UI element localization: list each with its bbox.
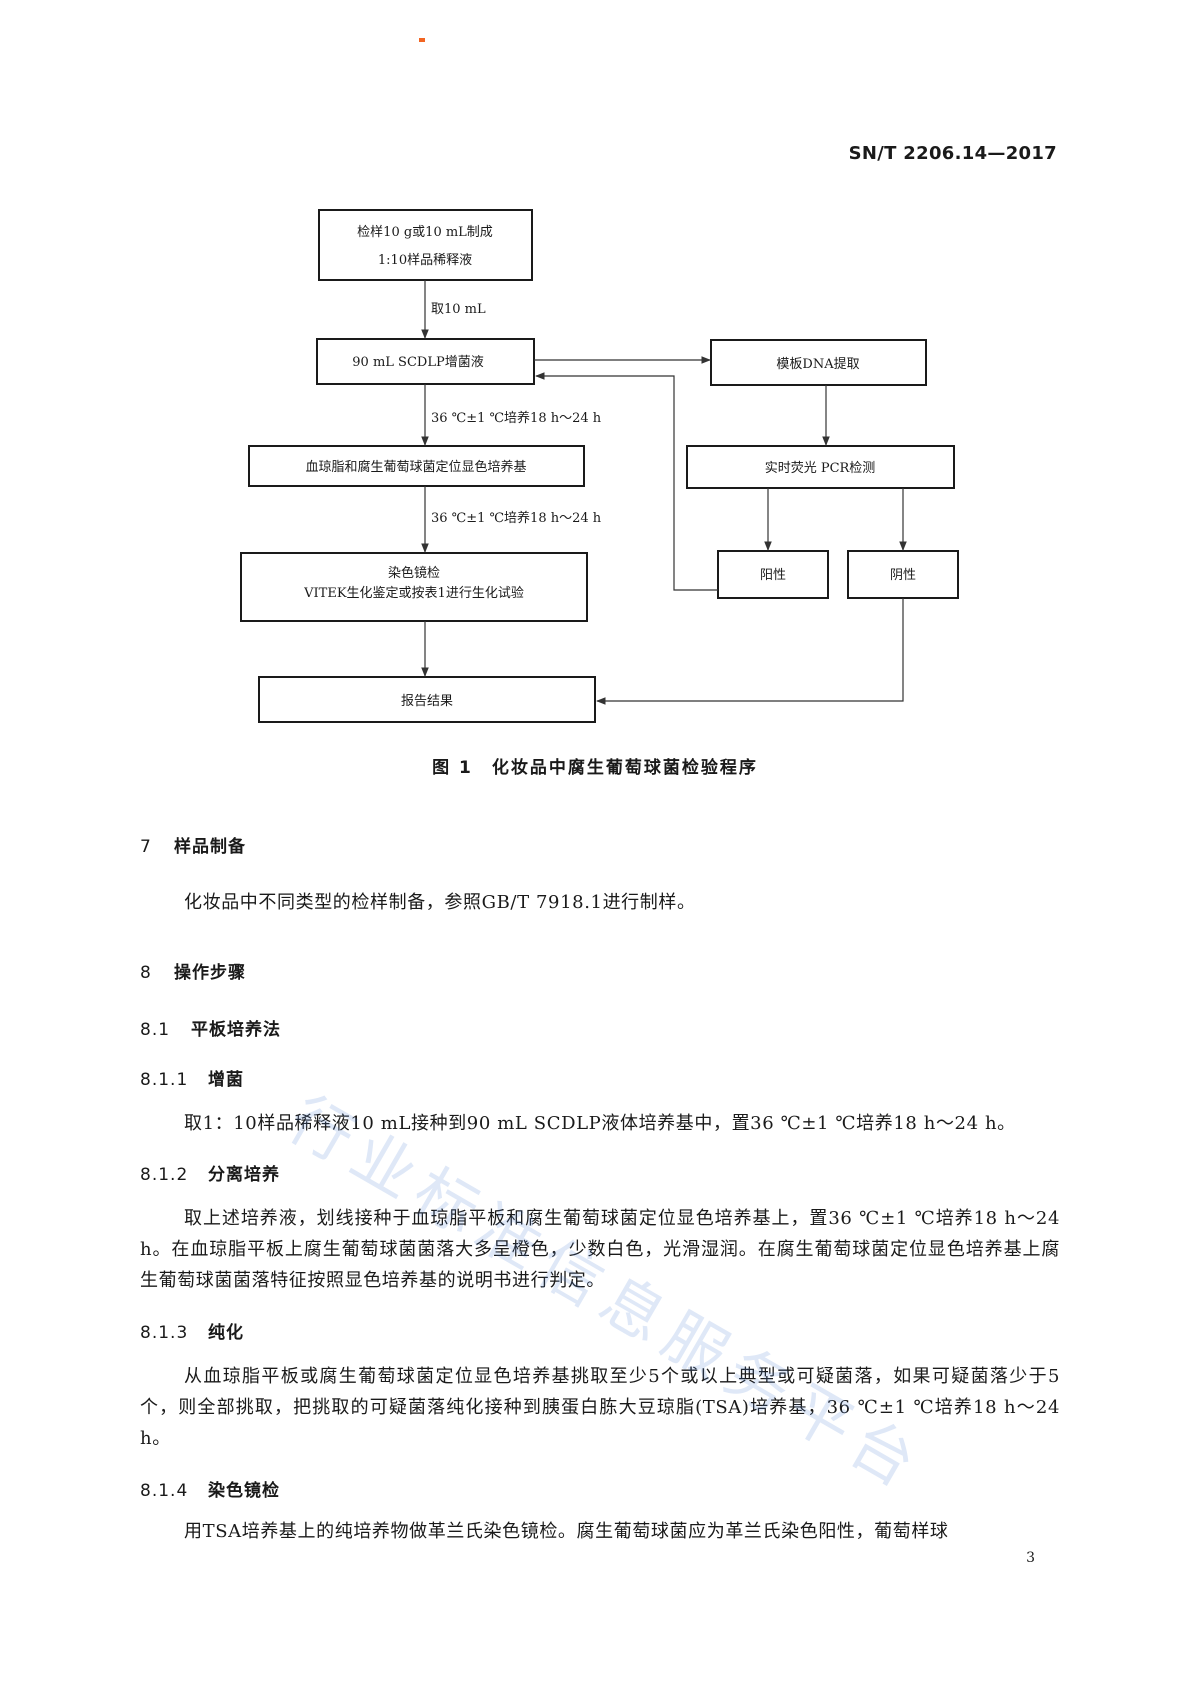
box-plating (248, 445, 585, 487)
label-incubation-1: 36 ℃±1 ℃培养18 h～24 h (431, 410, 602, 426)
box-report (258, 676, 596, 723)
box-report-label: 报告结果 (401, 694, 453, 709)
arrow-negative-to-report (596, 598, 904, 705)
orange-mark (419, 38, 425, 42)
arrow-positive-back-to-enrichment (535, 372, 718, 591)
box-positive (717, 550, 829, 599)
flowchart: 检样10 g或10 mL制成 1:10样品稀释液 90 mL SCDLP增菌液 … (240, 209, 959, 723)
section-8-1-4-text: 用TSA培养基上的纯培养物做革兰氏染色镜检。腐生葡萄球菌应为革兰氏染色阳性，葡萄… (184, 1521, 949, 1542)
section-7-title: 样品制备 (174, 837, 246, 857)
section-8-1-2-title: 分离培养 (208, 1165, 280, 1185)
box-enrichment-label: 90 mL SCDLP增菌液 (352, 355, 483, 370)
section-8-1-1-number: 8.1.1 (140, 1070, 189, 1090)
section-8-1-1-title: 增菌 (208, 1070, 244, 1090)
box-sample-prep-line2: 1:10样品稀释液 (378, 253, 472, 268)
section-7-text: 化妆品中不同类型的检样制备，参照GB/T 7918.1进行制样。 (184, 892, 696, 913)
section-8-1-2-text: 取上述培养液，划线接种于血琼脂平板和腐生葡萄球菌定位显色培养基上，置36 ℃±1… (140, 1208, 1060, 1291)
box-dna-extraction-label: 模板DNA提取 (776, 356, 859, 372)
label-take: 取10 mL (431, 302, 486, 317)
box-sample-prep (318, 209, 533, 281)
section-8-1-1-text: 取1：10样品稀释液10 mL接种到90 mL SCDLP液体培养基中，置36 … (184, 1113, 1016, 1134)
section-8-heading: 8 操作步骤 (140, 958, 246, 983)
box-negative-label: 阴性 (890, 568, 916, 583)
box-stain-line1: 染色镜检 (388, 565, 440, 581)
section-8-1-title: 平板培养法 (191, 1020, 281, 1040)
box-plating-label: 血琼脂和腐生葡萄球菌定位显色培养基 (305, 459, 526, 475)
box-sample-prep-line1: 检样10 g或10 mL制成 (357, 225, 493, 240)
section-8-1-2-number: 8.1.2 (140, 1165, 189, 1185)
standard-code: SN/T 2206.14—2017 (848, 143, 1057, 164)
section-8-1-4-heading: 8.1.4 染色镜检 (140, 1476, 280, 1501)
box-stain-line2: VITEK生化鉴定或按表1进行生化试验 (303, 585, 524, 601)
section-8-1-heading: 8.1 平板培养法 (140, 1015, 281, 1040)
section-8-1-1-heading: 8.1.1 增菌 (140, 1065, 244, 1090)
box-pcr-label: 实时荧光 PCR检测 (765, 461, 876, 476)
section-8-title: 操作步骤 (174, 963, 246, 983)
box-dna-extraction (710, 339, 927, 386)
section-7-number: 7 (140, 837, 152, 857)
label-incubation-2: 36 ℃±1 ℃培养18 h～24 h (431, 510, 602, 526)
section-8-1-3-number: 8.1.3 (140, 1323, 189, 1343)
box-enrichment (316, 338, 535, 385)
section-8-1-4-title: 染色镜检 (208, 1481, 280, 1501)
page-number: 3 (1026, 1550, 1035, 1566)
box-pcr (686, 445, 955, 489)
box-stain (240, 552, 588, 622)
section-8-1-3-title: 纯化 (208, 1323, 244, 1343)
section-8-number: 8 (140, 963, 152, 983)
section-8-1-4-number: 8.1.4 (140, 1481, 189, 1501)
section-8-1-3-text: 从血琼脂平板或腐生葡萄球菌定位显色培养基挑取至少5个或以上典型或可疑菌落，如果可… (140, 1366, 1060, 1449)
figure-caption: 图 1 化妆品中腐生葡萄球菌检验程序 (432, 758, 758, 778)
section-7-heading: 7 样品制备 (140, 832, 246, 857)
section-8-1-2-heading: 8.1.2 分离培养 (140, 1160, 280, 1185)
section-8-1-number: 8.1 (140, 1020, 171, 1040)
section-8-1-3-heading: 8.1.3 纯化 (140, 1318, 244, 1343)
box-positive-label: 阳性 (760, 568, 786, 583)
